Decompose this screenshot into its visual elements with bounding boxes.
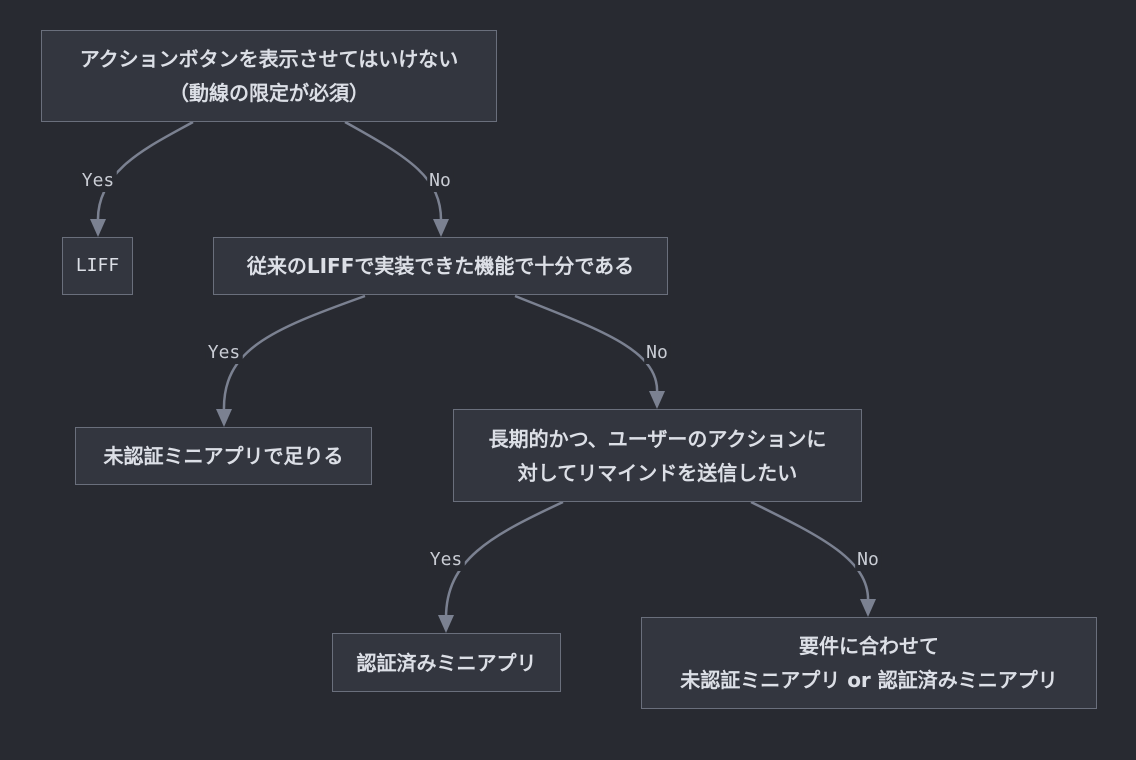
edge-q3-either-arrowhead <box>860 599 876 617</box>
edge-q1-liff-line <box>96 120 194 223</box>
decision-no-action-button: アクションボタンを表示させてはいけない （動線の限定が必須） <box>41 30 497 122</box>
decision-liff-sufficient-label: 従来のLIFFで実装できた機能で十分である <box>246 254 635 278</box>
result-unauthenticated-mini-app-label: 未認証ミニアプリで足りる <box>103 444 344 468</box>
edge-q2-unauth-arrowhead <box>216 409 232 427</box>
result-either-mini-app-line-2: 未認証ミニアプリ or 認証済みミニアプリ <box>680 668 1058 692</box>
result-authenticated-mini-app: 認証済みミニアプリ <box>332 633 561 692</box>
decision-long-term-reminder-line-1: 長期的かつ、ユーザーのアクションに <box>488 426 827 451</box>
edge-q3-auth-label: Yes <box>427 549 465 571</box>
edge-q3-auth-line <box>444 500 564 619</box>
result-either-mini-app: 要件に合わせて 未認証ミニアプリ or 認証済みミニアプリ <box>641 617 1097 709</box>
edge-q2-unauth-label: Yes <box>205 342 243 364</box>
edge-q1-q2-arrowhead <box>433 219 449 237</box>
edge-q2-q3-line <box>514 294 659 395</box>
edge-q1-liff-arrowhead <box>90 219 106 237</box>
decision-no-action-button-line-1: アクションボタンを表示させてはいけない <box>79 47 459 71</box>
edge-q3-either-line <box>750 500 870 603</box>
edge-q1-q2-label: No <box>427 170 453 192</box>
decision-long-term-reminder-line-2: 対してリマインドを送信したい <box>517 460 798 485</box>
result-liff-label: LIFF <box>75 255 120 276</box>
result-authenticated-mini-app-label: 認証済みミニアプリ <box>356 650 537 675</box>
result-either-mini-app-line-1: 要件に合わせて <box>799 634 939 658</box>
edge-q1-q2-line <box>344 120 443 223</box>
result-unauthenticated-mini-app: 未認証ミニアプリで足りる <box>75 427 372 485</box>
edge-q3-either-label: No <box>855 549 881 571</box>
decision-no-action-button-line-2: （動線の限定が必須） <box>169 81 369 105</box>
edge-q2-q3-label: No <box>644 342 670 364</box>
decision-liff-sufficient: 従来のLIFFで実装できた機能で十分である <box>213 237 668 295</box>
edge-q2-unauth-line <box>222 294 366 413</box>
result-liff: LIFF <box>62 237 133 295</box>
edge-q3-auth-arrowhead <box>438 615 454 633</box>
edge-q1-liff-label: Yes <box>79 170 117 192</box>
edge-q2-q3-arrowhead <box>649 391 665 409</box>
decision-long-term-reminder: 長期的かつ、ユーザーのアクションに 対してリマインドを送信したい <box>453 409 862 502</box>
